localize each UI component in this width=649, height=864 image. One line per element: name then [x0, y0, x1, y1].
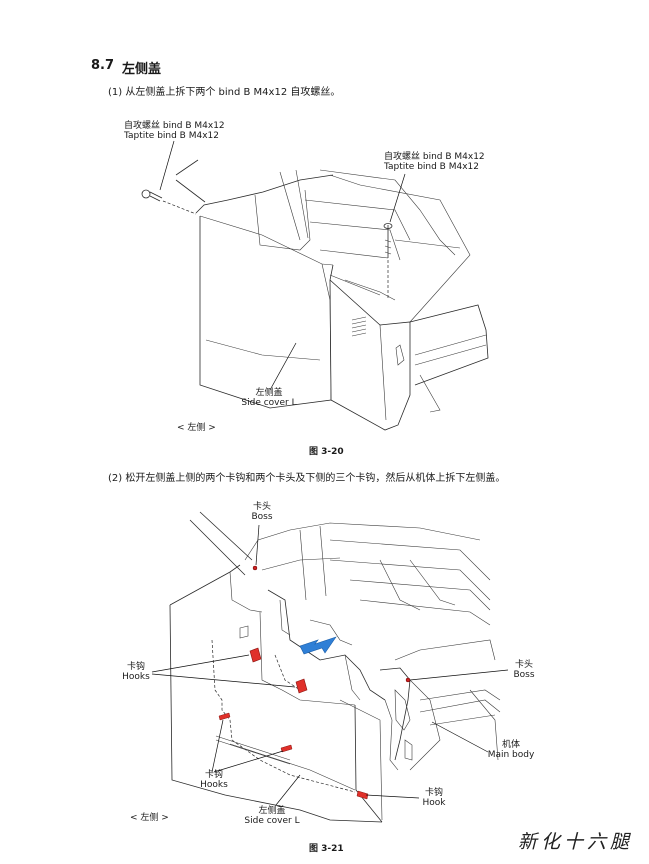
hook-marker-icon — [218, 647, 369, 800]
view-label-left-2: < 左侧 > — [130, 813, 169, 823]
hooks-left-label: 卡钩 Hooks — [122, 662, 150, 682]
side-cover-label-2: 左侧盖 Side cover L — [244, 806, 300, 826]
boss-top-label: 卡头 Boss — [251, 502, 273, 522]
screw-left-icon — [141, 189, 163, 202]
boss-marker-icon — [405, 677, 411, 683]
watermark: 新化十六腿 — [518, 831, 634, 853]
view-label-left: < 左侧 > — [177, 423, 216, 433]
section-number: 8.7 — [91, 58, 115, 73]
hook-right-label: 卡钩 Hook — [422, 788, 446, 808]
figure-caption-3-21: 图 3-21 — [309, 844, 344, 854]
screw-right-icon — [383, 223, 393, 258]
hooks-bottom-label: 卡钩 Hooks — [200, 770, 228, 790]
step-2-text: (2) 松开左侧盖上侧的两个卡钩和两个卡头及下侧的三个卡钩，然后从机体上拆下左侧… — [108, 473, 506, 484]
boss-right-label: 卡头 Boss — [513, 660, 535, 680]
screw-left-label: 自攻螺丝 bind B M4x12 Taptite bind B M4x12 — [124, 121, 225, 141]
figure-caption-3-20: 图 3-20 — [309, 447, 344, 457]
section-title: 左侧盖 — [122, 62, 162, 77]
screw-right-label: 自攻螺丝 bind B M4x12 Taptite bind B M4x12 — [384, 152, 485, 172]
step-1-text: (1) 从左侧盖上拆下两个 bind B M4x12 自攻螺丝。 — [108, 87, 341, 98]
vent-grille — [351, 316, 367, 337]
removal-arrow-icon — [299, 636, 337, 655]
main-body-label: 机体 Main body — [487, 740, 535, 760]
boss-marker-icon — [252, 565, 258, 571]
side-cover-label: 左侧盖 Side cover L — [241, 388, 297, 408]
